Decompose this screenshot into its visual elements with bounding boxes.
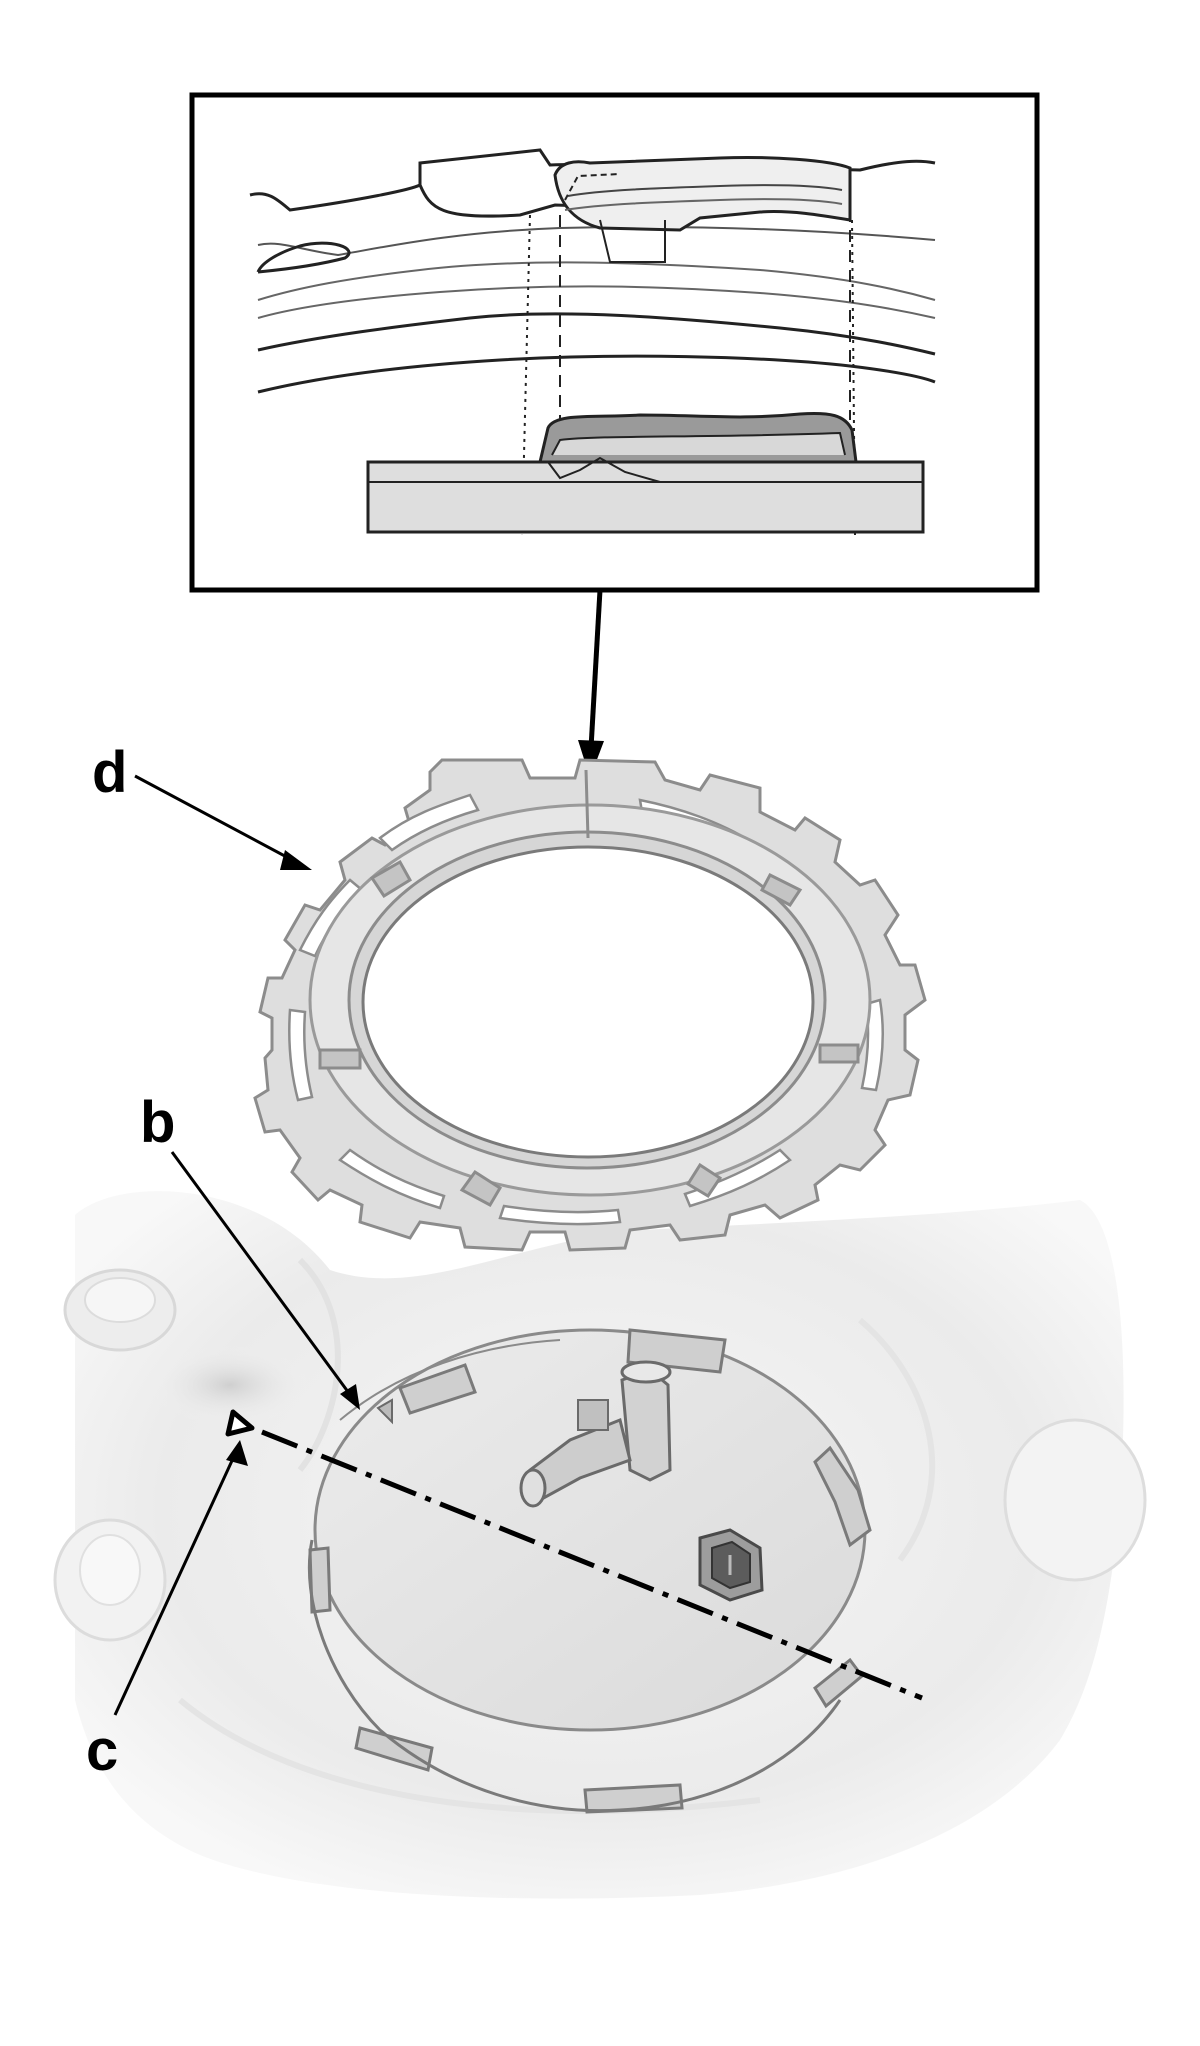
inset-pointer-arrow <box>578 589 604 778</box>
detail-side-view <box>366 411 925 534</box>
leader-b <box>170 1151 360 1410</box>
detail-projection-lines <box>559 210 851 420</box>
leader-d <box>134 774 312 870</box>
detail-tab-top-view <box>553 155 852 263</box>
fuel-outlet-fitting <box>519 1360 672 1508</box>
fuel-pump-plate-disc <box>313 1328 867 1732</box>
electrical-connector <box>698 1528 764 1602</box>
callout-d: d <box>92 740 127 805</box>
tank-boss-right <box>1003 1418 1147 1582</box>
retainer-ring-opening <box>361 845 815 1159</box>
fuel-pump-plate <box>307 1328 872 1814</box>
detail-ring-top-view <box>249 148 936 394</box>
alignment-centerline <box>261 1429 923 1701</box>
retainer-ring <box>253 758 927 1252</box>
retainer-ring-ribs <box>318 859 860 1208</box>
callout-c: c <box>86 1718 118 1783</box>
callout-b: b <box>140 1090 175 1155</box>
plate-alignment-notch <box>376 1398 393 1425</box>
leader-c <box>113 1440 248 1716</box>
detail-inset <box>189 92 1040 593</box>
tank-alignment-mark <box>225 1409 255 1437</box>
